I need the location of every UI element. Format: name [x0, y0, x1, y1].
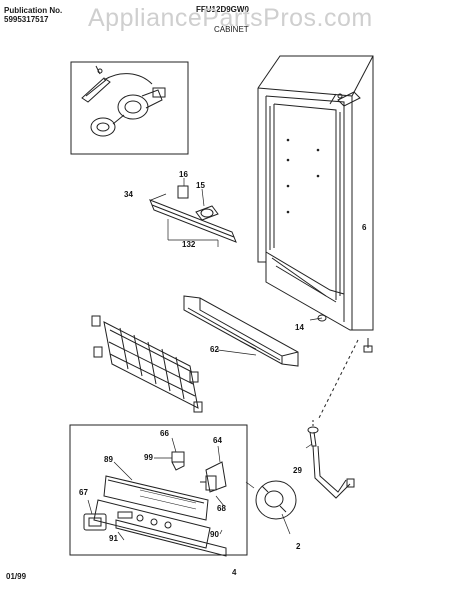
- label-part-15: 15: [196, 181, 205, 190]
- label-part-64: 64: [213, 436, 222, 445]
- publication-number: 5995317517: [4, 15, 49, 24]
- label-part-29: 29: [293, 466, 302, 475]
- publication-label: Publication No.: [4, 6, 63, 15]
- top-hinge: [329, 91, 361, 107]
- wire-basket: [103, 321, 199, 409]
- thermostat-bracket: [200, 461, 227, 493]
- label-part-68: 68: [217, 504, 226, 513]
- label-part-67: 67: [79, 488, 88, 497]
- kickplate: [183, 295, 299, 367]
- cabinet-shell: [257, 55, 374, 331]
- control-inset-box: [69, 424, 248, 556]
- drain-tube: [307, 426, 355, 499]
- section-title: CABINET: [214, 25, 249, 34]
- label-part-66: 66: [160, 429, 169, 438]
- label-part-34: 34: [124, 190, 133, 199]
- label-part-16: 16: [179, 170, 188, 179]
- label-part-99: 99: [144, 453, 153, 462]
- light-housing-assembly: [149, 185, 237, 243]
- footer-date: 01/99: [6, 572, 27, 581]
- label-part-90: 90: [210, 530, 219, 539]
- model-number: FFU12D9GW0: [196, 5, 249, 14]
- page-number: 4: [232, 568, 237, 577]
- label-part-2: 2: [296, 542, 301, 551]
- label-part-62: 62: [210, 345, 219, 354]
- control-panel: [93, 475, 227, 557]
- thermostat-control: [255, 480, 297, 520]
- label-part-132: 132: [182, 240, 196, 249]
- label-part-89: 89: [104, 455, 113, 464]
- thermostat-knob: [83, 513, 107, 531]
- label-part-14: 14: [295, 323, 304, 332]
- fan-motor-inset-box: [70, 61, 189, 155]
- fan-motor-assembly: [81, 65, 166, 137]
- control-switch: [171, 451, 185, 471]
- label-part-91: 91: [109, 534, 118, 543]
- watermark: AppliancePartsPros.com: [88, 4, 373, 32]
- label-part-6: 6: [362, 223, 367, 232]
